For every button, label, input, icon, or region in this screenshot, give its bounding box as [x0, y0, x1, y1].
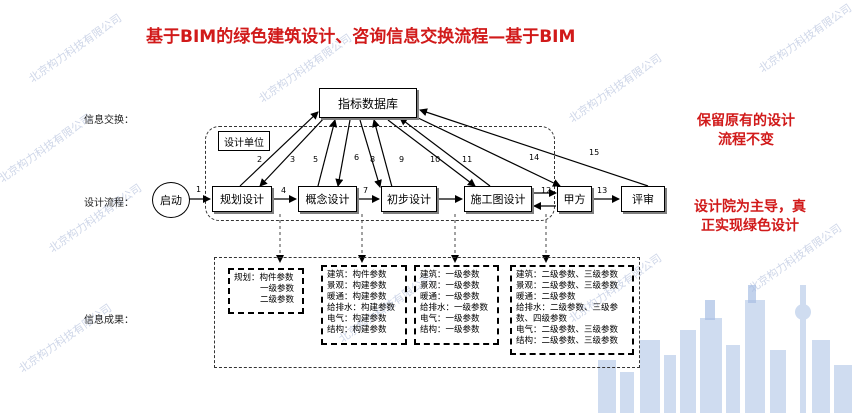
- result-line: 景观：一级参数: [420, 281, 480, 291]
- node-concept-design: 概念设计: [298, 186, 357, 212]
- result-line: 景观：构建参数: [327, 281, 387, 291]
- step-number: 15: [589, 148, 600, 157]
- result-line: 结构：一级参数: [420, 325, 480, 335]
- node-preliminary-design: 初步设计: [381, 186, 437, 212]
- result-preliminary: 建筑：一级参数 景观：一级参数 暖通：一级参数 给排水：一级参数 电气：一级参数…: [414, 265, 499, 345]
- result-line: 建筑：构件参数: [327, 270, 387, 280]
- step-number: 13: [597, 186, 608, 195]
- page-title: 基于BIM的绿色建筑设计、咨询信息交换流程—基于BIM: [146, 27, 576, 47]
- result-line: 暖通：二级参数: [516, 292, 576, 302]
- result-line: 建筑：一级参数: [420, 270, 480, 280]
- result-line: 景观：二级参数、三级参数: [516, 281, 619, 291]
- result-construction: 建筑：二级参数、三级参数 景观：二级参数、三级参数 暖通：二级参数 给排水：二级…: [510, 265, 634, 355]
- result-line: 二级参数: [260, 295, 295, 305]
- step-number: 8: [370, 155, 376, 164]
- step-number: 14: [529, 153, 540, 162]
- result-line: 给排水：构建参数: [327, 303, 396, 313]
- side-note-line: 设计院为主导，真: [694, 199, 806, 215]
- label-info-exchange: 信息交换：: [84, 115, 134, 126]
- result-line: 电气：二级参数、三级参数: [516, 325, 619, 335]
- step-number: 2: [257, 155, 263, 164]
- result-planning: 规划：构件参数 一级参数 二级参数: [228, 268, 304, 314]
- result-line: 暖通：一级参数: [420, 292, 480, 302]
- step-number: 6: [354, 153, 360, 162]
- node-design-unit: 设计单位: [218, 131, 270, 151]
- step-number: 11: [462, 155, 473, 164]
- node-planning-design: 规划设计: [212, 186, 272, 212]
- step-number: 1: [196, 185, 202, 194]
- result-line: 电气：一级参数: [420, 314, 480, 324]
- design-unit-region: [205, 126, 555, 221]
- step-number: 4: [281, 186, 287, 195]
- result-line: 暖通：构建参数: [327, 292, 387, 302]
- result-line: 电气：构建参数: [327, 314, 387, 324]
- result-line: 规划：构件参数: [234, 273, 294, 283]
- result-line: 给排水：一级参数: [420, 303, 489, 313]
- side-note-line: 流程不变: [718, 132, 774, 148]
- step-number: 5: [313, 155, 319, 164]
- result-concept: 建筑：构件参数 景观：构建参数 暖通：构建参数 给排水：构建参数 电气：构建参数…: [321, 265, 407, 345]
- node-construction-drawing: 施工图设计: [464, 186, 532, 212]
- label-info-result: 信息成果：: [84, 315, 134, 326]
- step-number: 9: [399, 155, 405, 164]
- side-note-keep-process: 保留原有的设计 流程不变: [697, 112, 795, 150]
- result-line: 结构：构建参数: [327, 325, 387, 335]
- side-note-line: 正实现绿色设计: [701, 218, 799, 234]
- label-design-flow: 设计流程：: [84, 198, 134, 209]
- step-number: 10: [430, 155, 441, 164]
- result-line: 结构：二级参数、三级参数: [516, 336, 619, 346]
- side-note-institute-lead: 设计院为主导，真 正实现绿色设计: [694, 198, 806, 236]
- step-number: 3: [290, 155, 296, 164]
- step-number: 12: [541, 186, 552, 195]
- step-number: 7: [363, 186, 369, 195]
- node-client: 甲方: [557, 186, 592, 212]
- results-region: [214, 257, 640, 368]
- side-note-line: 保留原有的设计: [697, 113, 795, 129]
- node-start: 启动: [152, 182, 190, 218]
- result-line: 给排水：二级参数、三级参: [516, 303, 619, 313]
- node-indicator-database: 指标数据库: [319, 88, 417, 118]
- result-line: 建筑：二级参数、三级参数: [516, 270, 619, 280]
- result-line: 数、四级参数: [516, 314, 568, 324]
- result-line: 一级参数: [260, 284, 295, 294]
- node-review: 评审: [621, 186, 665, 212]
